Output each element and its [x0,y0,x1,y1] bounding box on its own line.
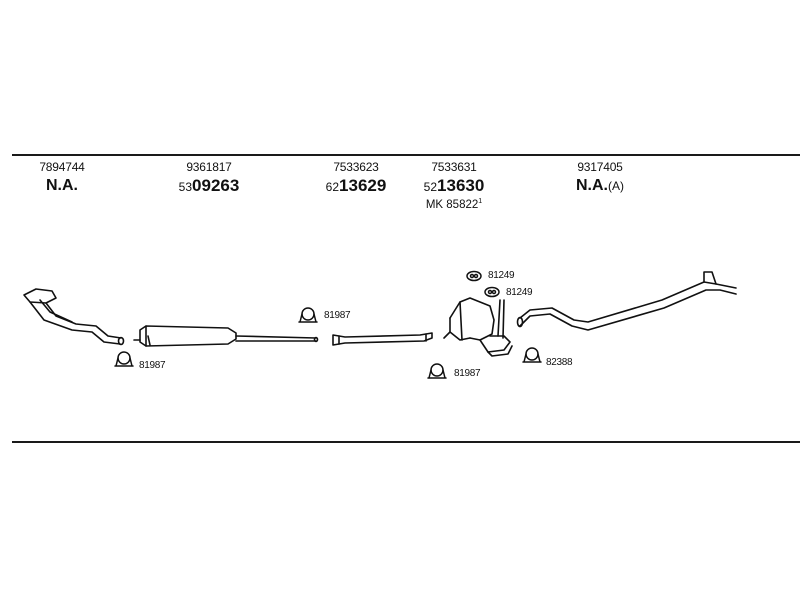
rear-clamp-icon [427,363,447,379]
part-number: 5309263 [178,176,240,195]
gasket-bottom-icon [484,286,500,298]
part-column-tail-pipe: 9317405 N.A.(A) [571,160,629,197]
part-column-center-pipe: 7533623 6213629 [320,160,392,198]
gasket-bottom-label: 81249 [506,287,533,298]
part-number: 6213629 [325,176,387,195]
front-silencer-drawing [133,325,319,347]
part-column-front-silencer: 9361817 5309263 [173,160,245,198]
front-pipe-drawing [23,288,125,346]
gasket-top-label: 81249 [488,270,515,281]
part-number: 5213630 [423,176,485,195]
rear-silencer-drawing [443,297,513,357]
part-number: N.A. [46,177,78,194]
part-column-front-pipe: 7894744 N.A. [38,160,86,197]
front-clamp-icon [114,351,134,367]
center-clamp-label: 81987 [324,310,351,321]
center-clamp-icon [298,307,318,323]
gasket-top-icon [466,270,482,282]
tail-clamp-label: 82388 [546,357,573,368]
rear-clamp-label: 81987 [454,368,481,379]
part-number: N.A.(A) [576,177,624,194]
oe-number: 7533623 [333,160,379,174]
bottom-divider [12,441,800,443]
center-pipe-drawing [332,332,433,346]
oe-number: 9317405 [577,160,623,174]
tail-clamp-icon [522,347,542,363]
top-divider [12,154,800,156]
oe-number: 9361817 [186,160,232,174]
oe-number: 7894744 [39,160,85,174]
oe-number: 7533631 [431,160,477,174]
front-clamp-label: 81987 [139,360,166,371]
tail-pipe-drawing [516,271,737,331]
mount-kit-number: MK 858221 [425,198,483,211]
part-column-rear-silencer: 7533631 5213630 MK 858221 [415,160,493,211]
